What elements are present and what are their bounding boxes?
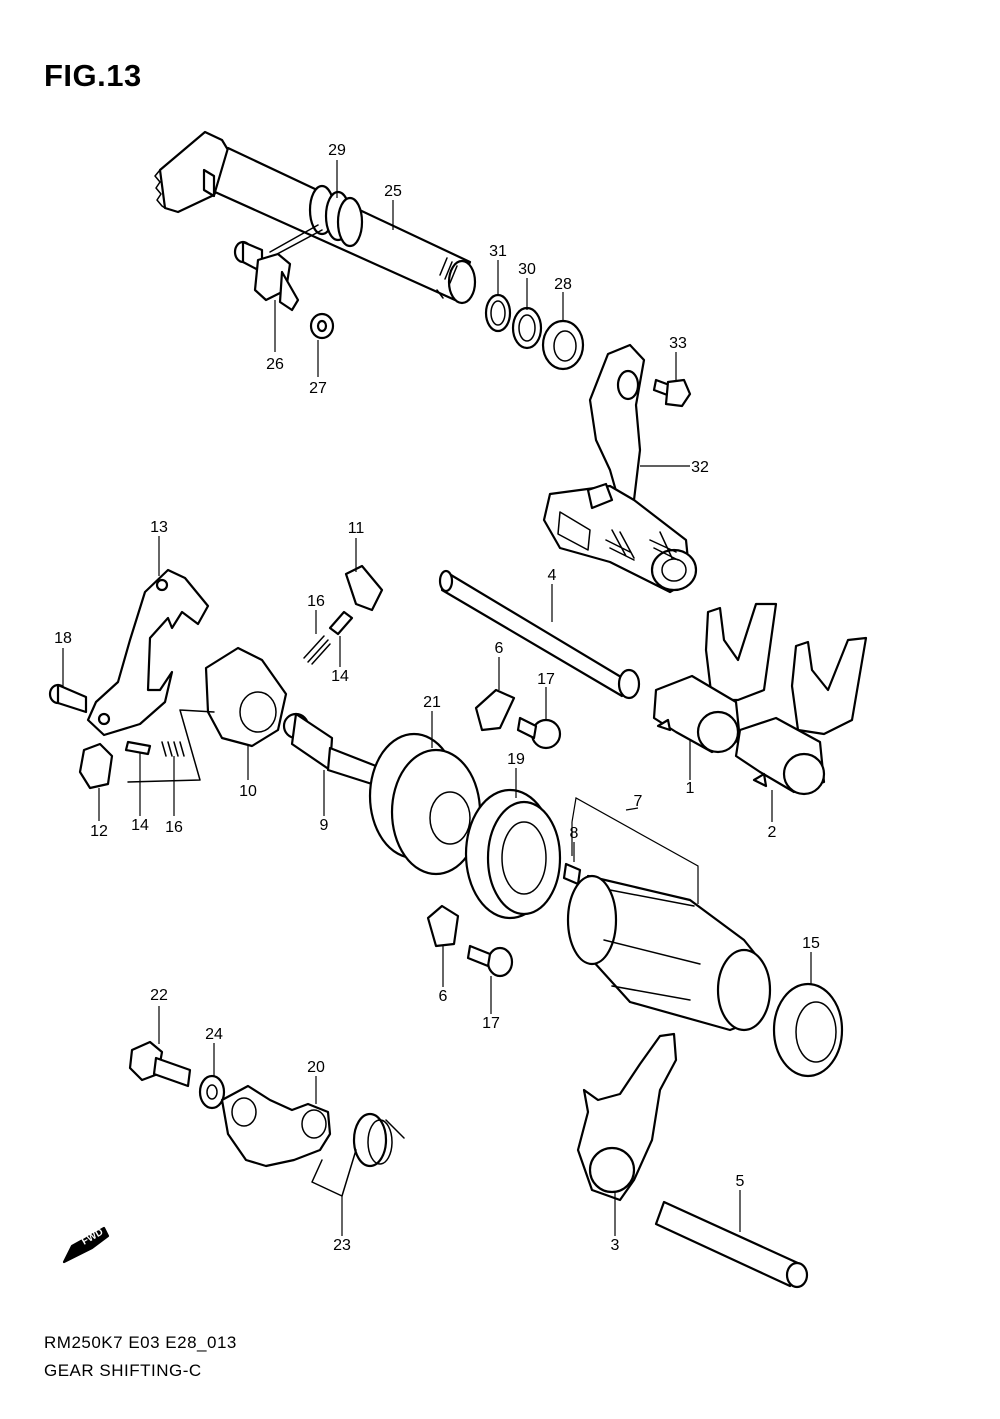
callout-19: 19 bbox=[507, 751, 525, 768]
callout-21: 21 bbox=[423, 694, 441, 711]
pawl-pin-part bbox=[328, 610, 354, 636]
pawl-part bbox=[344, 564, 384, 612]
cam-bolt-part bbox=[282, 712, 378, 786]
callout-32: 32 bbox=[691, 459, 709, 476]
stopper-arm-part bbox=[220, 1084, 332, 1168]
callout-13: 13 bbox=[150, 519, 168, 536]
shift-fork-part-3 bbox=[576, 1032, 678, 1202]
shaft-washer-part bbox=[511, 306, 543, 350]
callout-29: 29 bbox=[328, 142, 346, 159]
callout-30: 30 bbox=[518, 261, 536, 278]
callout-24: 24 bbox=[205, 1026, 223, 1043]
cam-driven-gear-part bbox=[368, 732, 482, 876]
diagram-name: GEAR SHIFTING-C bbox=[44, 1361, 202, 1380]
callout-27: 27 bbox=[309, 380, 327, 397]
stopper-bolt-part bbox=[128, 1040, 192, 1088]
pin-bolt-part bbox=[233, 240, 300, 312]
callout-9: 9 bbox=[320, 817, 329, 834]
callout-33: 33 bbox=[669, 335, 687, 352]
stopper-spring-part bbox=[311, 1112, 405, 1197]
callout-12: 12 bbox=[90, 823, 108, 840]
assembly-bracket-line bbox=[127, 709, 215, 783]
callout-20: 20 bbox=[307, 1059, 325, 1076]
cam-pin-part bbox=[562, 862, 582, 886]
lever-bolt-part bbox=[652, 378, 692, 408]
callout-4: 4 bbox=[548, 567, 557, 584]
callout-6-lower: 6 bbox=[439, 988, 448, 1005]
shift-fork-part-1 bbox=[652, 602, 778, 754]
forward-arrow-icon: FWD bbox=[62, 1227, 110, 1264]
cam-plate-part-lower bbox=[426, 904, 460, 948]
lower-fork-shaft-part bbox=[654, 1200, 802, 1288]
callout-16-lower: 16 bbox=[165, 819, 183, 836]
callout-25: 25 bbox=[384, 183, 402, 200]
callout-22: 22 bbox=[150, 987, 168, 1004]
cam-guide-part bbox=[204, 646, 288, 748]
return-spring-part bbox=[265, 184, 364, 261]
callout-5: 5 bbox=[736, 1173, 745, 1190]
callout-3: 3 bbox=[611, 1237, 620, 1254]
callout-6: 6 bbox=[495, 640, 504, 657]
callout-26: 26 bbox=[266, 356, 284, 373]
cam-plate-part bbox=[474, 688, 516, 732]
callout-14-lower: 14 bbox=[131, 817, 149, 834]
callout-8: 8 bbox=[570, 825, 579, 842]
pawl-pin-part-lower bbox=[124, 740, 152, 756]
callout-23: 23 bbox=[333, 1237, 351, 1254]
callout-17: 17 bbox=[537, 671, 555, 688]
callout-10: 10 bbox=[239, 783, 257, 800]
gearshift-lever-part bbox=[542, 343, 698, 594]
callout-14: 14 bbox=[331, 668, 349, 685]
stopper-plate-part bbox=[86, 568, 210, 737]
pawl-spring-part-lower bbox=[161, 741, 185, 757]
callout-1: 1 bbox=[686, 780, 695, 797]
stopper-washer-part bbox=[198, 1074, 226, 1110]
shift-fork-part-2 bbox=[734, 636, 868, 796]
callout-2: 2 bbox=[768, 824, 777, 841]
callout-17-lower: 17 bbox=[482, 1015, 500, 1032]
callout-7: 7 bbox=[634, 793, 643, 810]
oil-seal-part bbox=[541, 319, 585, 371]
pawl-part-lower bbox=[78, 742, 114, 790]
stopper-screw-part bbox=[48, 683, 88, 714]
figure-title: FIG.13 bbox=[44, 58, 142, 93]
callout-16: 16 bbox=[307, 593, 325, 610]
diagram-code: RM250K7 E03 E28_013 bbox=[44, 1333, 237, 1352]
plate-screw-part bbox=[530, 718, 562, 750]
callout-18: 18 bbox=[54, 630, 72, 647]
cam-end-bearing-part bbox=[772, 982, 844, 1078]
leader-lines bbox=[62, 160, 812, 1236]
callout-15: 15 bbox=[802, 935, 820, 952]
callout-labels: 29 25 31 30 28 26 27 33 32 13 11 4 16 14… bbox=[54, 142, 820, 1254]
pawl-spring-part bbox=[303, 635, 331, 665]
callout-28: 28 bbox=[554, 276, 572, 293]
fork-shaft-part bbox=[440, 570, 628, 698]
callout-31: 31 bbox=[489, 243, 507, 260]
callout-11: 11 bbox=[348, 520, 365, 537]
plate-screw-part-lower bbox=[486, 946, 514, 978]
cam-bearing-part bbox=[464, 788, 562, 920]
gearshift-cam-part bbox=[566, 874, 772, 1032]
